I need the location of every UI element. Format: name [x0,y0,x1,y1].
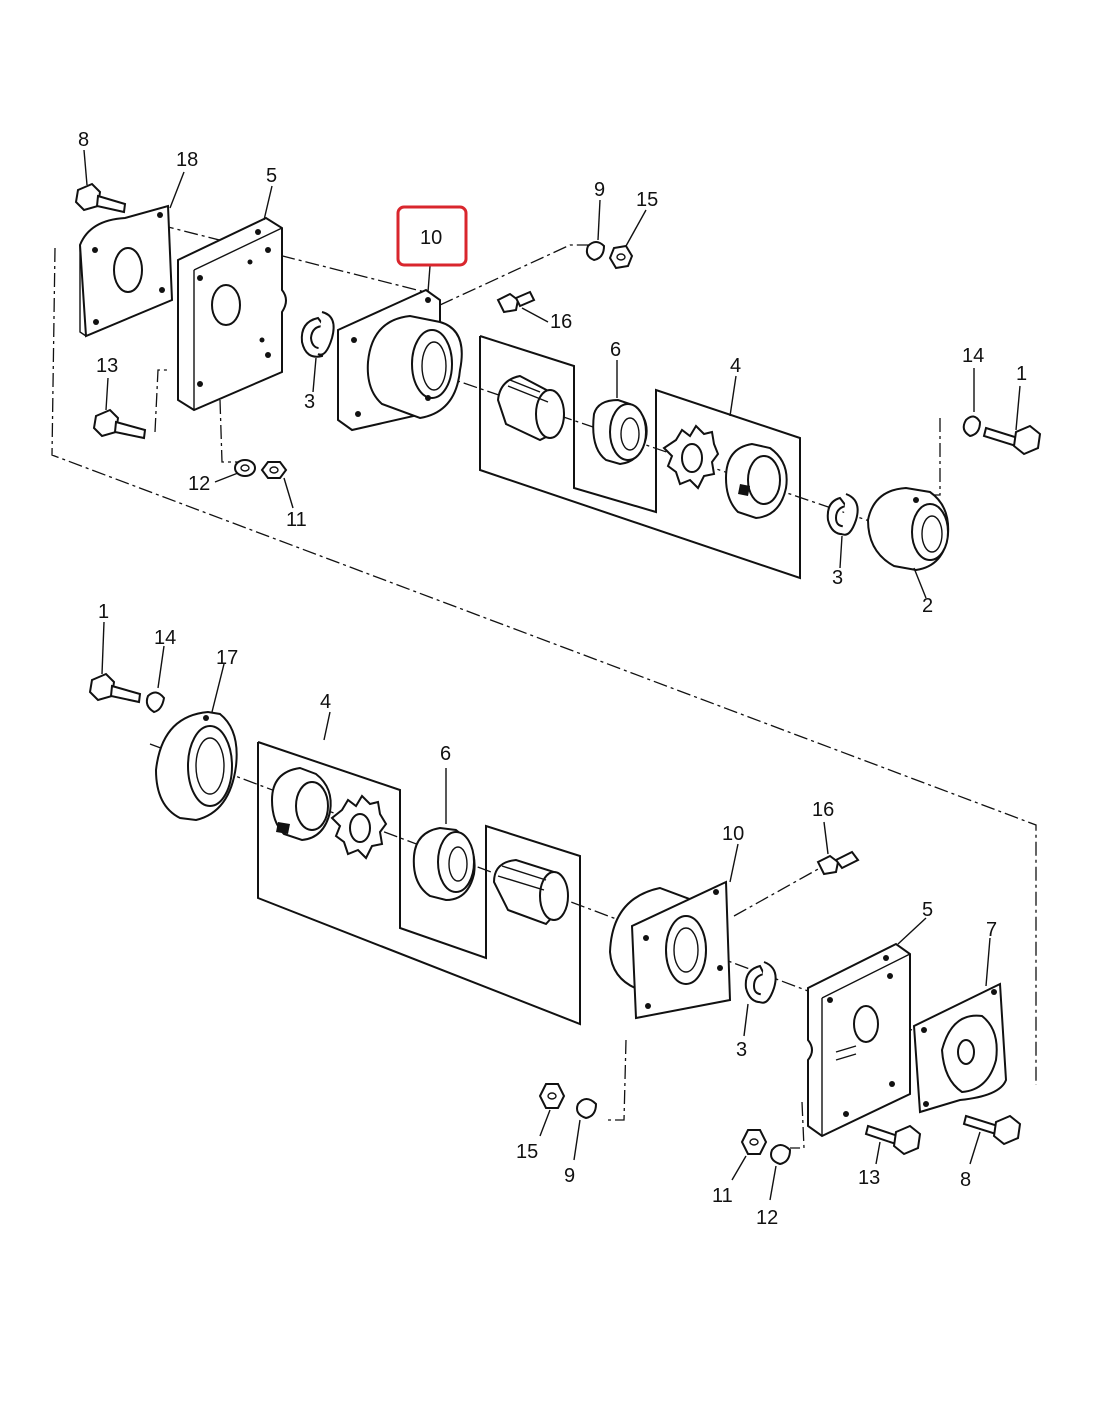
part-13-bolt [92,408,147,440]
lower-callout-8: 8 [960,1169,971,1191]
lower-callout-4: 4 [320,691,331,713]
lower-callout-16: 16 [812,799,834,821]
upper-callout-6: 6 [610,339,621,361]
part-9-lock-washer [585,241,606,262]
upper-callout-15: 15 [636,189,658,211]
part-15-nut [608,244,634,270]
highlight-box-10 [396,205,468,267]
lower-washer-dash-line [604,1039,627,1121]
lower-part-7-cover [912,982,1008,1114]
part-6-bearing [592,398,648,466]
part-1-bolt [982,424,1042,456]
lower-part-15-nut [538,1083,566,1109]
upper-callout-14: 14 [962,345,984,367]
lower-part-9-lock-washer [576,1098,598,1120]
lower-callout-7: 7 [986,919,997,941]
lower-lock-nut [270,766,332,842]
lower-callout-6: 6 [440,743,451,765]
upper-grease-dash-line [439,244,590,306]
part-14-lock-washer [962,415,982,438]
lower-part-14-lock-washer [145,691,166,714]
upper-nut-dash-line [219,399,240,463]
lower-callout-5: 5 [922,899,933,921]
upper-assembly: 8 18 5 10 9 15 16 13 3 6 4 14 1 12 11 3 … [51,129,1042,1085]
lower-part-11-nut [740,1129,768,1155]
lower-callout-12: 12 [756,1207,778,1229]
part-5-mounting-plate [177,216,287,412]
lower-part-6-bearing [412,826,476,902]
part-3-snap-ring [300,311,335,358]
lower-part-13-bolt [864,1124,922,1156]
upper-callout-18: 18 [176,149,198,171]
part-3b-snap-ring [826,493,859,536]
lower-callout-14: 14 [154,627,176,649]
lower-callout-9: 9 [564,1165,575,1187]
part-10-flange-housing [337,288,463,432]
lower-callout-15: 15 [516,1141,538,1163]
lower-part-5-mounting-plate [807,942,911,1138]
lower-callout-1: 1 [98,601,109,623]
lower-grease-dash-line [733,867,830,917]
lower-callout-17: 17 [216,647,238,669]
lower-part-17-end-cover [154,710,238,822]
part-11-nut [260,461,288,479]
upper-callout-3a: 3 [304,391,315,413]
lower-callout-3: 3 [736,1039,747,1061]
lower-part-8-bolt [962,1114,1022,1146]
upper-callout-8: 8 [78,129,89,151]
upper-callout-9: 9 [594,179,605,201]
upper-callout-3b: 3 [832,567,843,589]
upper-lock-nut [724,442,788,520]
part-2-flanged-cap [866,486,950,572]
lower-part-12-lock-washer [770,1144,792,1166]
lower-adapter-sleeve [492,858,569,926]
upper-callout-16: 16 [550,311,572,333]
lower-callout-10: 10 [722,823,744,845]
lower-callout-11: 11 [712,1185,733,1207]
upper-callout-11: 11 [286,509,307,531]
lower-assembly: 1 14 17 4 6 16 10 5 7 3 15 9 11 12 13 8 [88,601,1022,1229]
lower-nut-dash-line [790,1101,805,1149]
lower-bracket-frame-1 [257,741,581,1026]
upper-bolt-right-dash-line [930,418,941,496]
upper-callout-4: 4 [730,355,741,377]
lower-part-16-grease-fitting [816,850,860,876]
upper-boundary-dash-line [51,247,1037,1085]
upper-bracket-frame-1 [479,335,801,580]
upper-callout-1: 1 [1016,363,1027,385]
upper-callout-12: 12 [188,473,210,495]
part-12-lock-washer [234,459,256,477]
upper-callout-10: 10 [420,227,442,249]
upper-callout-13: 13 [96,355,118,377]
upper-tooth-lock-washer [662,424,720,490]
lower-callout-13: 13 [858,1167,880,1189]
lower-tooth-lock-washer [330,794,388,860]
upper-fastener-dash-line [154,369,168,433]
upper-adapter-sleeve [496,374,565,442]
lower-part-10-flange-housing [608,880,732,1020]
upper-callout-2: 2 [922,595,933,617]
upper-axis-dash-line [159,224,426,293]
part-16-grease-fitting [496,290,536,314]
lower-part-3-snap-ring [744,961,777,1004]
part-18-cover-plate [78,204,174,338]
upper-callout-5: 5 [266,165,277,187]
lower-part-1-bolt [88,672,142,704]
part-8-bolt [74,182,127,214]
